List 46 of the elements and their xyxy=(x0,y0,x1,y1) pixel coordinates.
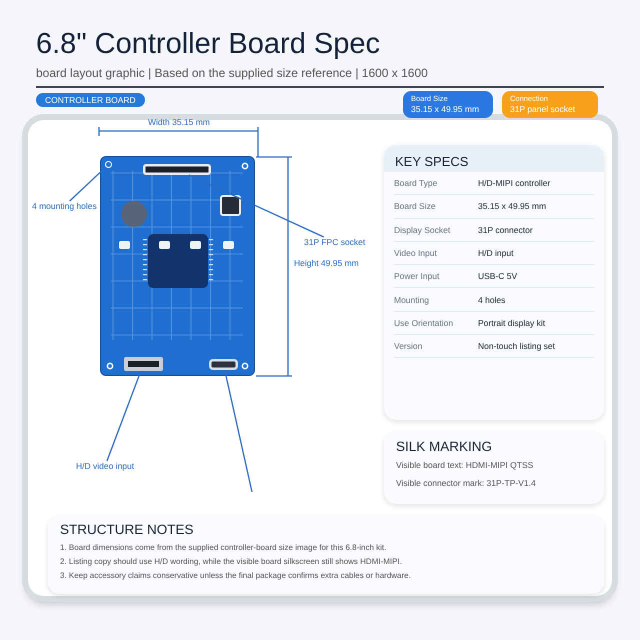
specs-panel xyxy=(384,145,604,420)
spec-value: Non-touch listing set xyxy=(478,341,556,352)
card-value: 35.15 x 49.95 mm xyxy=(411,104,480,114)
section-badge: CONTROLLER BOARD xyxy=(36,93,145,107)
spec-value: USB-C 5V xyxy=(478,271,518,282)
spec-name: Board Size xyxy=(394,201,437,212)
spec-name: Video Input xyxy=(394,248,438,258)
info-card xyxy=(502,91,598,118)
info-card xyxy=(403,91,493,118)
dimension-label: Width 35.15 mm xyxy=(148,117,210,127)
leader-line xyxy=(106,370,142,462)
note-text: 2. Listing copy should use H/D wording, while the visible board silkscreen still shows HDMI-MIPI. xyxy=(60,557,403,566)
card-value: 31P panel socket xyxy=(510,104,576,114)
spec-value: H/D-MIPI controller xyxy=(478,178,550,188)
spec-value: H/D input xyxy=(478,248,514,258)
callout-label: H/D video input xyxy=(76,461,134,471)
spec-name: Display Socket xyxy=(394,224,452,235)
spec-value: 35.15 x 49.95 mm xyxy=(478,201,546,212)
dimension-label: Height 49.95 mm xyxy=(294,258,359,268)
spec-value: 4 holes xyxy=(478,294,506,305)
fpc-socket xyxy=(143,164,211,175)
video-connector xyxy=(124,357,163,371)
usb-connector xyxy=(209,359,238,370)
spec-value: Portrait display kit xyxy=(478,318,546,328)
page-title: 6.8" Controller Board Spec xyxy=(36,28,380,61)
spec-name: Board Type xyxy=(394,178,438,188)
info-text: Visible connector mark: 31P-TP-V1.4 xyxy=(396,478,537,488)
leader-line xyxy=(69,167,106,202)
spec-name: Power Input xyxy=(394,271,440,282)
info-text: Visible board text: HDMI-MIPI QTSS xyxy=(396,460,534,470)
spec-name: Use Orientation xyxy=(394,318,454,328)
note-text: 1. Board dimensions come from the supplied controller-board size image for this 6.8-inch kit. xyxy=(60,543,388,552)
callout-label: 31P FPC socket xyxy=(304,237,366,247)
spec-value: 31P connector xyxy=(478,224,533,235)
leader-line xyxy=(188,174,324,238)
panel-heading: KEY SPECS xyxy=(384,145,604,172)
notes-panel xyxy=(48,516,604,594)
panel-heading: STRUCTURE NOTES xyxy=(60,522,195,537)
callout-label: 4 mounting holes xyxy=(32,201,97,211)
note-text: 3. Keep accessory claims conservative unless the final package confirms extra cables or hardware. xyxy=(60,571,412,580)
mounting-hole xyxy=(105,161,112,168)
spec-name: Version xyxy=(394,341,424,352)
subtitle: board layout graphic | Based on the supplied size reference | 1600 x 1600 xyxy=(36,66,428,80)
leader-line xyxy=(224,370,253,492)
spec-name: Mounting xyxy=(394,294,430,305)
panel-heading: SILK MARKING xyxy=(396,439,494,454)
